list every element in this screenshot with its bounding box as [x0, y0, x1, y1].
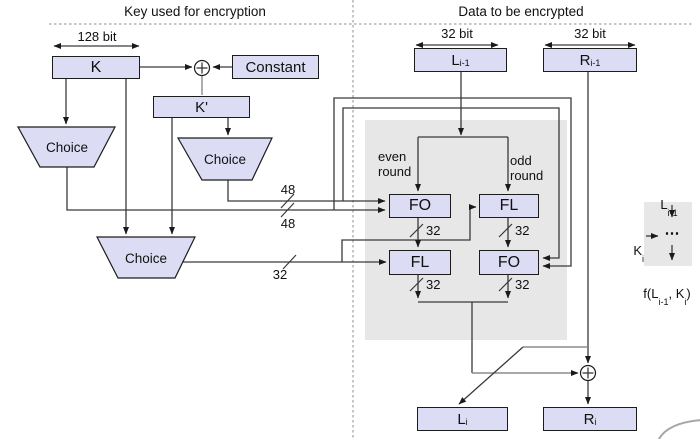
choice2-label: Choice [203, 152, 247, 167]
side-output-label: f(Li-1, Ki) [643, 286, 691, 307]
bus-tick-fl-even [409, 277, 424, 292]
right-section-title: Data to be encrypted [458, 4, 584, 19]
left-section-title: Key used for encryption [124, 4, 266, 19]
choice1-shape [16, 126, 116, 168]
bus-label-32bit-right: 32 bit [574, 26, 606, 41]
corner-arc-decoration [657, 419, 700, 439]
wire-48-branch-to-fo-odd-lower [333, 97, 572, 269]
xor-icon-key [193, 59, 211, 77]
bus-tick-32-key [282, 254, 297, 270]
even-round-label: even round [378, 149, 412, 179]
wire-crossover-to-lnext [458, 346, 524, 405]
constant-box: Constant [232, 55, 319, 79]
bus-label-32-key: 32 [272, 267, 288, 282]
fo-even-box: FO [389, 194, 451, 218]
fl-even-box: FL [389, 250, 451, 275]
bus-label-fl-even: 32 [426, 277, 441, 292]
choice2-shape [176, 137, 273, 181]
choice1-label: Choice [45, 140, 89, 155]
bus-label-128bit: 128 bit [77, 29, 117, 44]
wire-48-branch-to-fo-odd-upper [342, 107, 560, 261]
wire-48-bottom-to-fo-even [66, 167, 386, 213]
odd-round-label: odd round [510, 153, 544, 183]
kprime-box: K' [153, 96, 250, 118]
round-function-panel [365, 120, 567, 340]
choice3-shape [96, 236, 196, 279]
fo-odd-box: FO [479, 250, 539, 275]
choice3-label: Choice [124, 251, 168, 266]
wire-48-top-to-fo-even [227, 180, 386, 204]
bus-label-32bit-left: 32 bit [441, 26, 473, 41]
bus-label-fo-even: 32 [426, 223, 441, 238]
side-roundkey-label: Ki [633, 243, 644, 264]
bus-tick-fl-odd [498, 223, 513, 238]
bus-tick-48-top [280, 193, 295, 209]
xor-icon-data [579, 364, 597, 382]
bus-tick-fo-even [409, 223, 424, 238]
bus-tick-48-bottom [280, 202, 295, 218]
bus-label-48-bottom: 48 [280, 216, 296, 231]
side-input-label: Li-1 [660, 197, 678, 218]
bus-label-fo-odd: 32 [515, 277, 530, 292]
fl-odd-box: FL [479, 194, 539, 218]
bus-label-48-top: 48 [280, 182, 296, 197]
key-box: K [52, 56, 140, 79]
bus-tick-fo-odd [498, 277, 513, 292]
bus-label-fl-odd: 32 [515, 223, 530, 238]
side-ellipsis: ⋯ [664, 225, 680, 242]
wire-32-branch-to-fl-odd [341, 204, 477, 262]
